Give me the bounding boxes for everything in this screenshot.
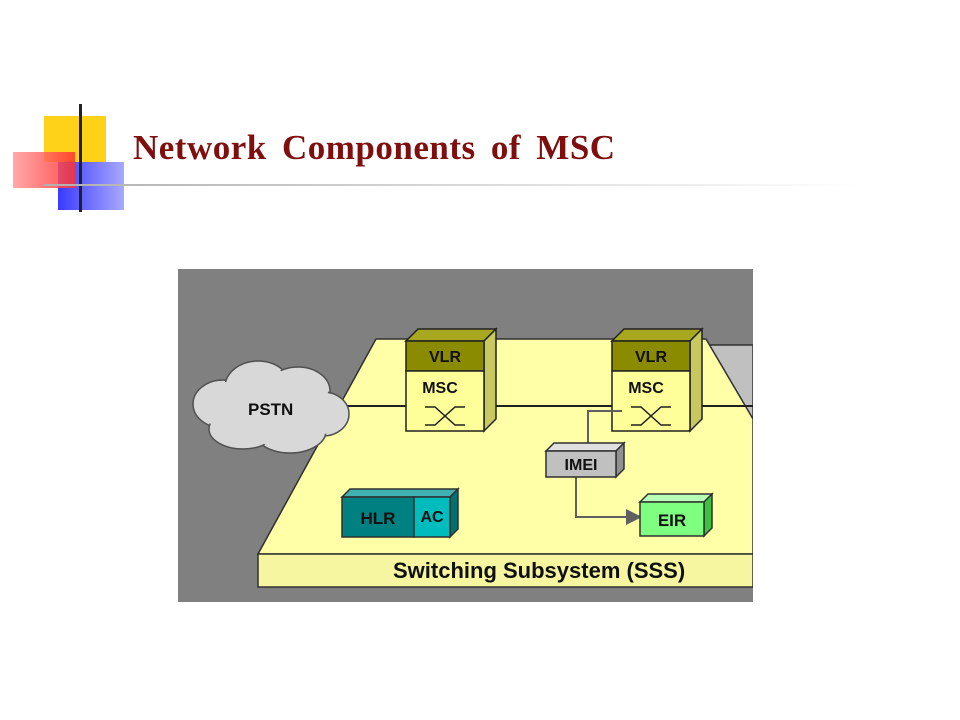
- msc-left-label: MSC: [422, 380, 458, 397]
- hlr-label: HLR: [361, 509, 396, 528]
- pstn-cloud: PSTN: [192, 360, 350, 454]
- msc-network-diagram: Switching Subsystem (SSS) PSTN VLR: [178, 269, 753, 602]
- eir-label: EIR: [658, 511, 686, 530]
- msc-left: [405, 370, 485, 432]
- eir-box: EIR: [638, 492, 714, 538]
- vlr-left: [405, 340, 485, 372]
- corner-decoration: [13, 104, 864, 212]
- vlr-right: [611, 340, 691, 372]
- pstn-label: PSTN: [248, 400, 293, 419]
- hlr-node: [341, 496, 415, 538]
- vlr-right-label: VLR: [635, 349, 667, 366]
- red-square: [13, 152, 75, 188]
- msc-right: [611, 370, 691, 432]
- vlr-left-label: VLR: [429, 349, 461, 366]
- ac-node: [413, 496, 451, 538]
- vertical-rule: [79, 104, 82, 212]
- slide-title: Network Components of MSC: [133, 128, 616, 167]
- msc-imei-connector: [587, 410, 622, 444]
- switch-icon: [631, 406, 671, 426]
- msc-right-label: MSC: [628, 380, 664, 397]
- imei-eir-arrow: [575, 477, 642, 525]
- imei-label: IMEI: [565, 457, 598, 474]
- msc-block-left: VLR MSC: [404, 327, 498, 433]
- ac-label: AC: [420, 509, 444, 526]
- subsystem-label: Switching Subsystem (SSS): [393, 558, 685, 583]
- switch-icon: [425, 406, 465, 426]
- imei-box: IMEI: [544, 441, 626, 479]
- msc-block-right: VLR MSC: [610, 327, 704, 433]
- title-underline: [44, 184, 864, 186]
- hlr-ac-box: HLR AC: [340, 487, 460, 539]
